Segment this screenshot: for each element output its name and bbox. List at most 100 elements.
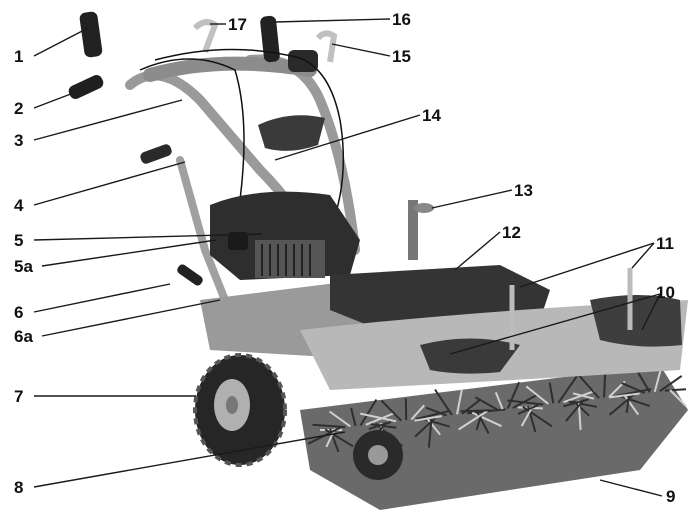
callout-label-11: 11 xyxy=(656,234,674,253)
brush-bristles xyxy=(307,363,687,453)
engine-cylinder xyxy=(255,240,325,278)
leader-line-6a xyxy=(41,299,221,337)
left-control-lever xyxy=(79,11,103,58)
brush-bristle xyxy=(578,374,600,399)
callout-label-12: 12 xyxy=(502,223,521,242)
engine-illustration xyxy=(210,191,360,280)
callout-label-5: 5 xyxy=(14,231,23,250)
brush-bristle xyxy=(460,409,493,413)
callout-label-8: 8 xyxy=(14,478,23,497)
brush-bristle xyxy=(414,415,438,438)
leader-line-5a xyxy=(41,239,217,267)
callout-label-2: 2 xyxy=(14,99,23,118)
brush-bristle xyxy=(618,394,651,408)
leader-line-11b xyxy=(631,242,655,269)
brush-bristle xyxy=(425,406,448,417)
control-cable-2 xyxy=(139,58,245,201)
brush-bristle xyxy=(517,404,539,415)
left-grip xyxy=(68,75,104,99)
brush-body xyxy=(300,365,688,510)
engine-fins xyxy=(261,244,311,276)
brush-bristle xyxy=(456,389,463,415)
callout-labels: 1 2 3 4 5 5a 6 6a 7 8 9 10 11 12 13 14 1… xyxy=(14,10,675,506)
brush-bristle xyxy=(458,410,488,431)
brush-bristle xyxy=(572,392,595,400)
callout-label-16: 16 xyxy=(392,10,411,29)
callout-label-6a: 6a xyxy=(14,327,33,346)
brush-bristle xyxy=(603,373,607,398)
brush-bristle xyxy=(410,404,425,421)
wheel-hub xyxy=(226,396,238,414)
brush-bristle xyxy=(563,390,595,404)
leader-line-3 xyxy=(33,99,183,141)
sweeper-brush-illustration xyxy=(300,363,688,510)
callout-label-5a: 5a xyxy=(14,257,33,276)
right-grip xyxy=(288,50,318,72)
leader-line-9 xyxy=(599,479,663,497)
brush-end-disc xyxy=(353,430,403,480)
brush-bristle xyxy=(557,374,579,404)
brush-bristle xyxy=(525,385,549,405)
brush-bristle xyxy=(350,407,357,427)
brush-bristle xyxy=(329,410,351,428)
height-adjust-post xyxy=(408,200,418,260)
handlebar-crossbar xyxy=(143,56,317,82)
callout-label-17: 17 xyxy=(228,15,247,34)
brush-bristle xyxy=(565,399,585,422)
brush-bristle xyxy=(425,417,441,436)
callout-label-13: 13 xyxy=(514,181,533,200)
brush-bristle xyxy=(360,412,397,423)
brush-bristle xyxy=(471,411,503,428)
brush-bristle xyxy=(623,394,640,416)
brush-bristle xyxy=(664,388,687,392)
leader-line-5 xyxy=(33,233,263,241)
callout-label-7: 7 xyxy=(14,387,23,406)
brush-bristle xyxy=(548,382,555,404)
right-deflector xyxy=(590,295,682,347)
left-clutch-lever xyxy=(192,19,219,54)
brush-bristle xyxy=(380,399,402,422)
brush-bristle xyxy=(563,398,590,408)
right-control-lever xyxy=(260,15,280,63)
brush-bristle xyxy=(512,393,539,409)
leader-line-1 xyxy=(33,27,89,57)
leader-line-2 xyxy=(33,91,77,109)
brush-bristle xyxy=(669,389,687,407)
brush-bristle xyxy=(507,399,544,406)
brush-bristle xyxy=(414,415,442,422)
chassis-illustration xyxy=(200,200,688,390)
control-cable xyxy=(154,48,345,231)
callout-label-15: 15 xyxy=(392,47,411,66)
leader-line-13 xyxy=(431,189,513,209)
handle-guard xyxy=(258,115,325,151)
brush-bristle xyxy=(365,412,394,426)
auxiliary-handle-grip xyxy=(140,144,172,164)
leader-lines xyxy=(33,18,663,497)
side-lever xyxy=(177,264,203,286)
leader-line-11a xyxy=(519,242,655,288)
callout-label-14: 14 xyxy=(422,106,441,125)
callout-label-10: 10 xyxy=(656,283,675,302)
callout-label-3: 3 xyxy=(14,131,23,150)
leader-line-16 xyxy=(274,18,391,23)
brush-bristle xyxy=(608,393,636,416)
brush-bristle xyxy=(474,396,498,411)
brush-bristle xyxy=(421,417,450,428)
brush-bristle xyxy=(494,392,504,410)
front-deflector xyxy=(420,338,520,374)
brush-bristle xyxy=(659,375,683,393)
control-levers xyxy=(68,11,345,231)
right-clutch-lever xyxy=(315,30,338,63)
brush-bristle xyxy=(368,420,392,431)
leader-line-10a xyxy=(449,293,661,355)
leader-line-12 xyxy=(454,231,501,271)
engine-pull-start xyxy=(228,232,248,250)
leader-line-4 xyxy=(33,161,186,206)
height-adjust-knob xyxy=(414,203,434,213)
brush-bristle xyxy=(312,423,346,429)
leader-line-8 xyxy=(33,431,346,488)
leader-line-15 xyxy=(331,43,391,57)
brush-bristle xyxy=(608,392,640,399)
